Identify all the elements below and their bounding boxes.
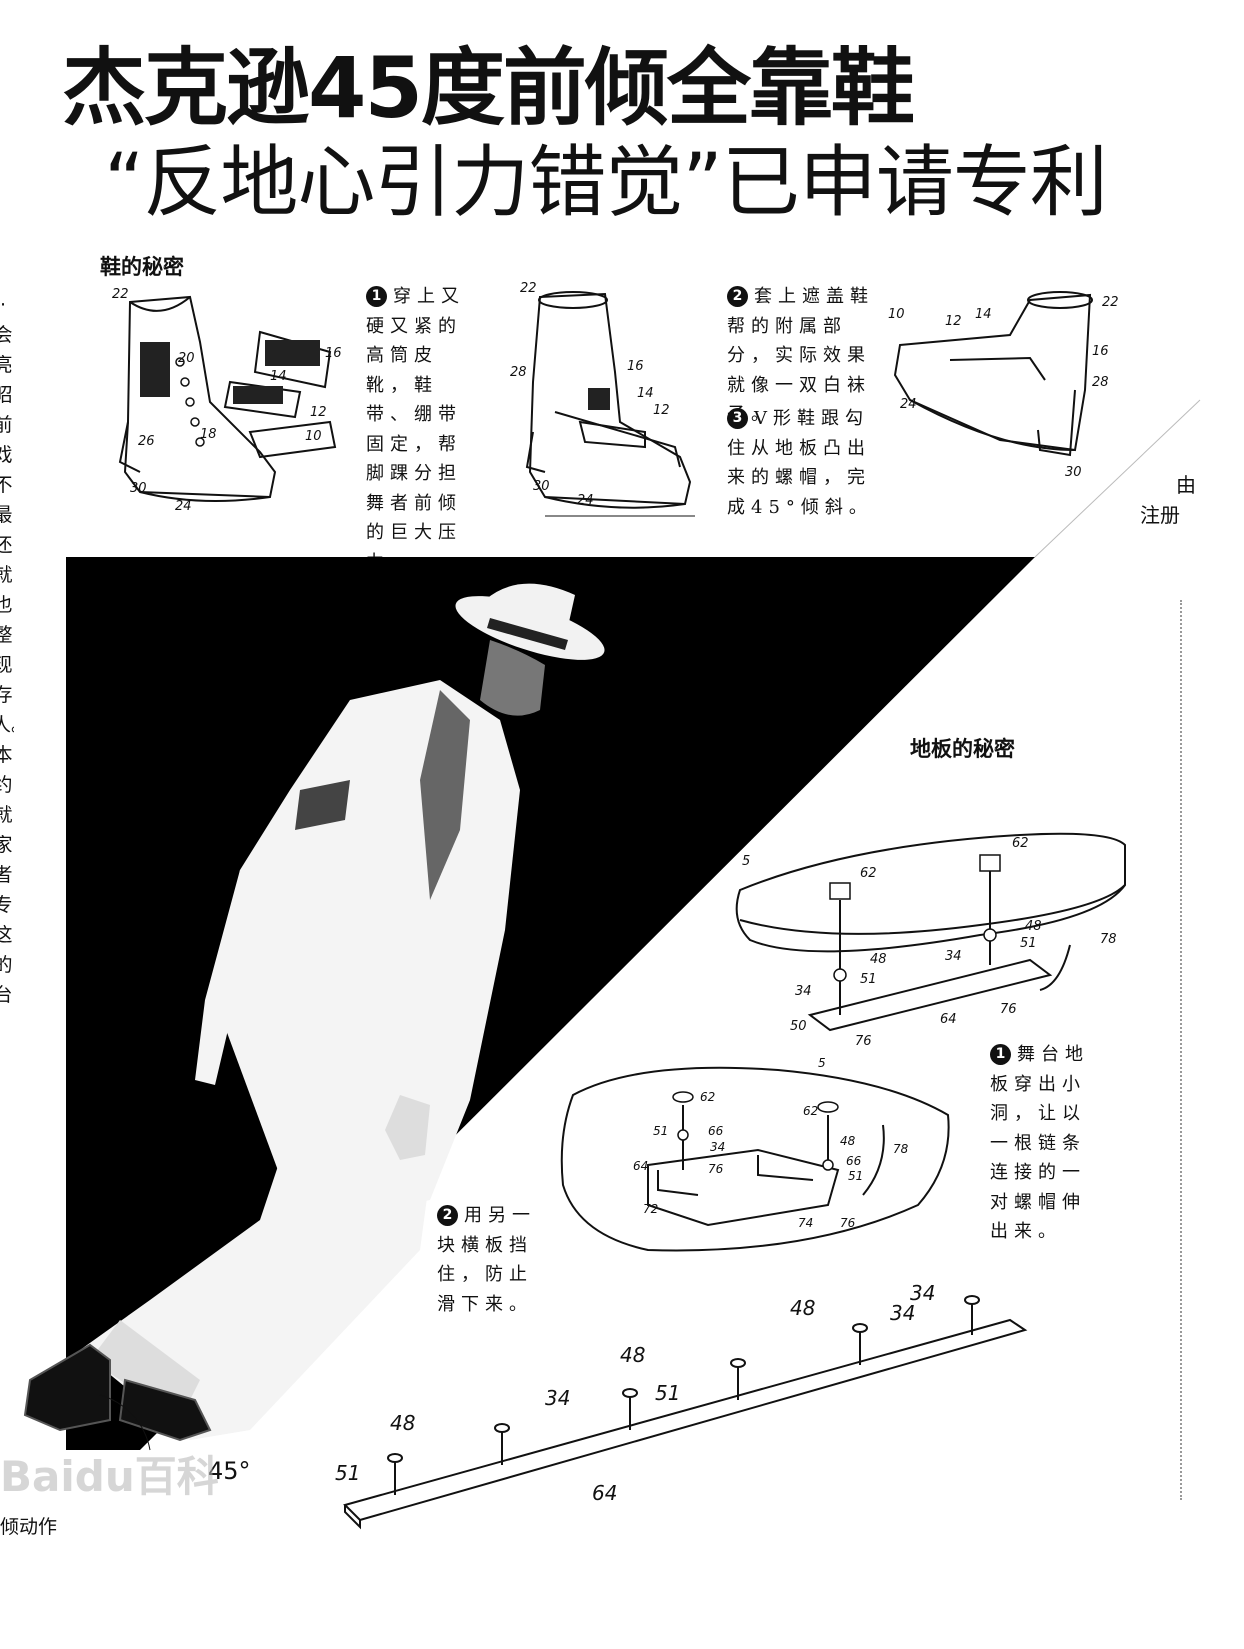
patent-label: 34 — [545, 1386, 570, 1410]
patent-label: 22 — [520, 282, 537, 296]
patent-label: 48 — [870, 952, 887, 967]
patent-label: 62 — [860, 866, 877, 881]
angle-label: 45° — [208, 1457, 251, 1485]
patent-label: 18 — [200, 427, 217, 442]
patent-label: 16 — [627, 359, 644, 374]
caption-text: 用另一块横板挡住，防止滑下来。 — [437, 1205, 536, 1315]
patent-label: 51 — [653, 1124, 668, 1138]
patent-label: 28 — [1092, 375, 1109, 390]
patent-label: 14 — [270, 369, 287, 384]
patent-label: 62 — [1012, 836, 1029, 851]
floor-drawing-2: 5 62 62 51 66 34 48 78 64 76 66 51 72 74… — [560, 1056, 950, 1252]
patent-label: 34 — [795, 984, 812, 999]
patent-label: 78 — [893, 1142, 909, 1156]
caption-text: 舞台地板穿出小洞，让以一根链条连接的一对螺帽伸出来。 — [990, 1044, 1089, 1242]
patent-label: 14 — [975, 307, 992, 322]
patent-label: 51 — [1020, 936, 1037, 951]
patent-label: 76 — [1000, 1002, 1017, 1017]
headline-secondary: “反地心引力错觉”已申请专利 — [104, 138, 1108, 228]
headline-primary: 杰克逊45度前倾全靠鞋 — [62, 39, 915, 137]
angle-arc — [99, 1394, 151, 1451]
patent-label: 51 — [335, 1461, 360, 1485]
patent-label: 28 — [510, 365, 527, 380]
patent-label: 30 — [1065, 465, 1082, 480]
caption-number-badge: 1 — [366, 286, 387, 307]
caption-number-badge: 2 — [727, 286, 748, 307]
patent-label: 34 — [710, 1140, 725, 1154]
patent-label: 76 — [708, 1162, 724, 1176]
patent-label: 51 — [860, 972, 877, 987]
section-label-shoe: 鞋的秘密 — [100, 255, 184, 279]
patent-label: 64 — [940, 1012, 957, 1027]
patent-label: 22 — [1102, 295, 1119, 310]
divider-line — [1034, 399, 1201, 558]
patent-label: 12 — [310, 405, 327, 420]
section-label-floor: 地板的秘密 — [910, 737, 1015, 761]
patent-label: 66 — [846, 1154, 862, 1168]
patent-label: 20 — [178, 351, 195, 366]
patent-label: 72 — [643, 1202, 658, 1216]
patent-label: 12 — [945, 314, 962, 329]
patent-label: 62 — [700, 1090, 715, 1104]
shoe-drawing-exploded: 22 20 16 14 12 18 10 26 30 24 — [112, 287, 342, 514]
right-edge-text-2: 注册 — [1140, 503, 1180, 527]
patent-label: 76 — [855, 1034, 872, 1049]
patent-label: 62 — [803, 1104, 818, 1118]
patent-label: 10 — [888, 307, 905, 322]
patent-label: 48 — [1025, 919, 1042, 934]
patent-label: 14 — [637, 386, 654, 401]
patent-label: 64 — [633, 1159, 648, 1173]
left-column-text: ·会亮昭前戏不最还就也整现存人。本约就家者专这的台 — [0, 294, 14, 1006]
patent-label: 34 — [945, 949, 962, 964]
caption-number-badge: 1 — [990, 1044, 1011, 1065]
right-edge-text-1: 由 — [1176, 473, 1196, 497]
patent-label: 51 — [848, 1169, 863, 1183]
patent-label: 48 — [620, 1343, 645, 1367]
patent-label: 51 — [655, 1381, 680, 1405]
patent-label: 16 — [1092, 344, 1109, 359]
bottom-left-text: 倾动作 — [0, 1516, 58, 1538]
patent-label: 48 — [390, 1411, 415, 1435]
patent-label: 5 — [818, 1056, 826, 1070]
patent-label: 66 — [708, 1124, 724, 1138]
patent-label: 5 — [742, 854, 750, 869]
patent-label: 34 — [910, 1281, 935, 1305]
patent-label: 48 — [790, 1296, 815, 1320]
patent-label: 24 — [900, 397, 917, 412]
patent-label: 48 — [840, 1134, 856, 1148]
patent-label: 64 — [592, 1481, 617, 1505]
shoe-drawing-assembled: 22 16 28 14 12 30 24 — [510, 282, 695, 517]
patent-label: 76 — [840, 1216, 856, 1230]
right-edge-cropped-column — [1180, 600, 1192, 1500]
caption-text: V形鞋跟勾住从地板凸出来的螺帽，完成45°倾斜。 — [727, 408, 873, 518]
floor-drawing-strip: 48 34 51 48 34 51 48 34 64 — [335, 1281, 1028, 1530]
caption-text: 套上遮盖鞋帮的附属部分，实际效果就像一双白袜子。 — [727, 286, 874, 425]
patent-label: 24 — [577, 493, 594, 508]
caption-text: 穿上又硬又紧的高筒皮靴，鞋带、绷带固定，帮脚踝分担舞者前倾的巨大压力。 — [366, 286, 465, 573]
patent-label: 22 — [112, 287, 129, 302]
dancer-silhouette — [23, 583, 605, 1442]
watermark-logo: Baidu百科 — [0, 1452, 219, 1501]
shoe-drawing-with-cover: 10 12 14 22 16 28 24 30 — [888, 291, 1119, 480]
caption-number-badge: 3 — [727, 408, 748, 429]
patent-label: 24 — [175, 499, 192, 514]
patent-label: 30 — [130, 481, 147, 496]
patent-label: 26 — [138, 434, 155, 449]
patent-label: 12 — [653, 403, 670, 418]
patent-label: 34 — [890, 1301, 915, 1325]
patent-label: 50 — [790, 1019, 807, 1034]
caption-number-badge: 2 — [437, 1205, 458, 1226]
floor-drawing-1: 5 62 62 48 51 78 34 48 51 34 50 64 76 76 — [735, 832, 1126, 1049]
patent-label: 16 — [325, 346, 342, 361]
patent-label: 74 — [798, 1216, 813, 1230]
patent-label: 10 — [305, 429, 322, 444]
patent-label: 30 — [533, 479, 550, 494]
patent-label: 78 — [1100, 932, 1117, 947]
